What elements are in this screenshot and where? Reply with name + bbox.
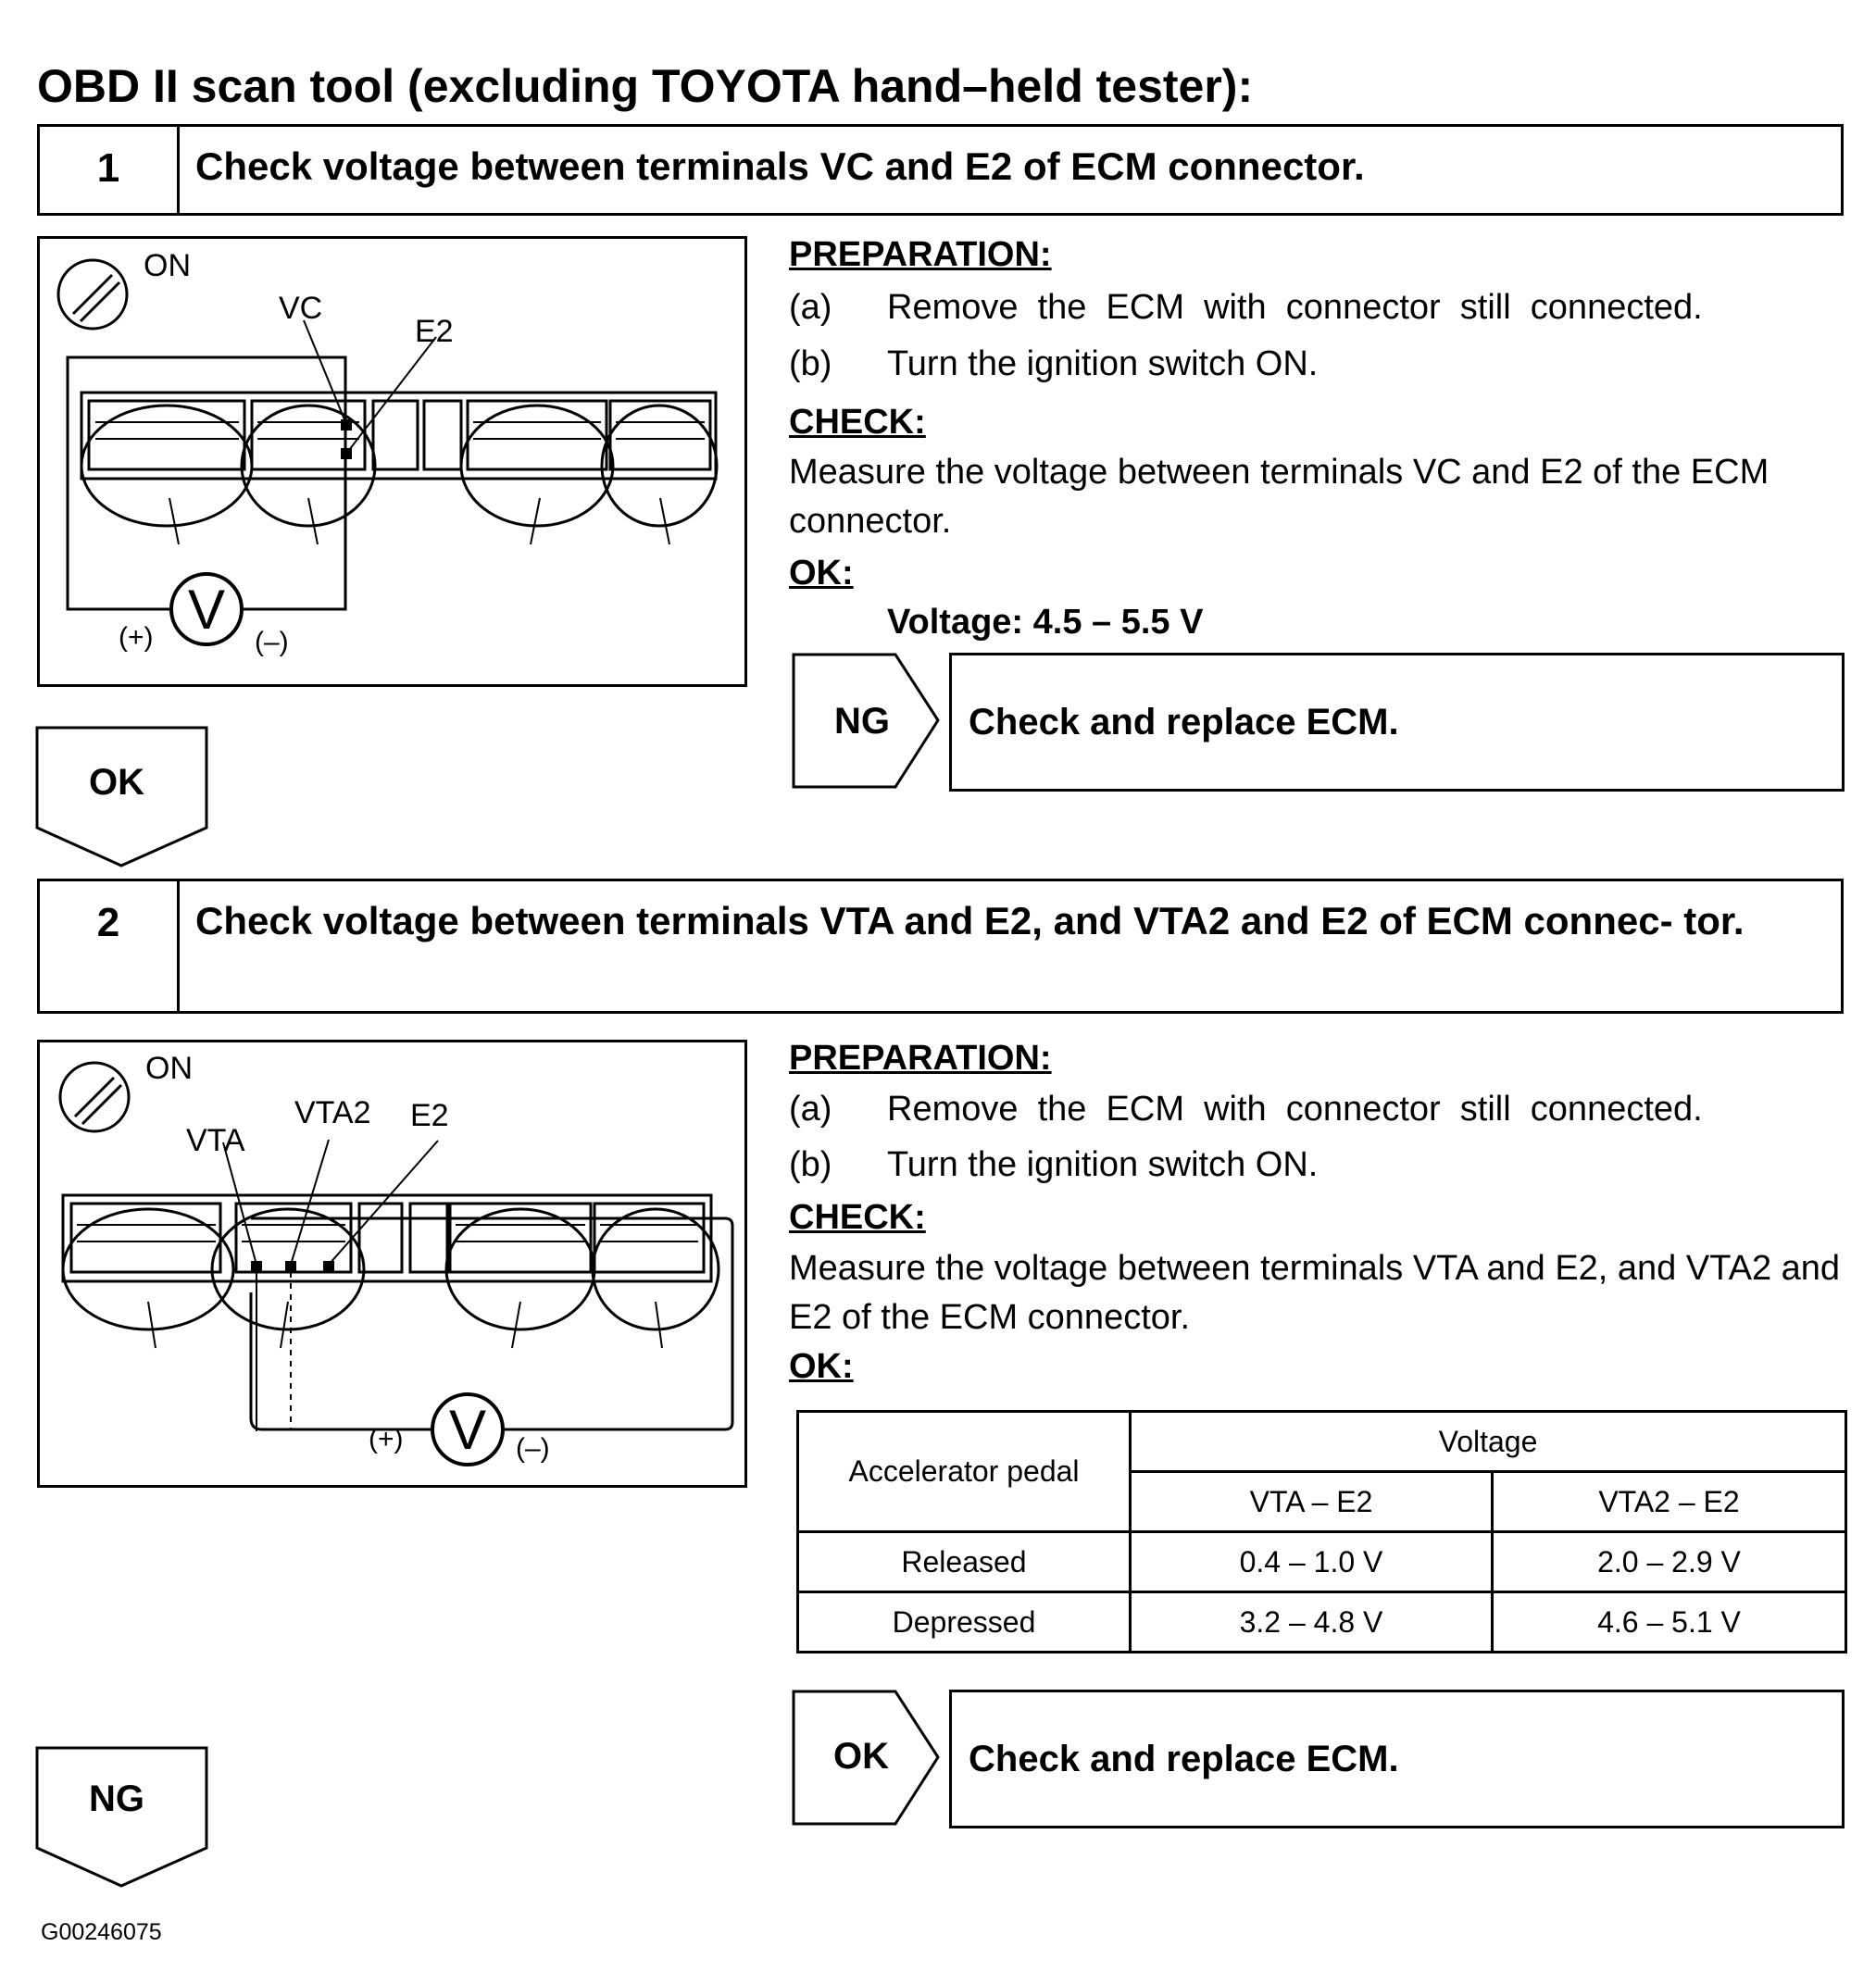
- ng-result-box: Check and replace ECM.: [949, 653, 1845, 792]
- table-cell: Released: [796, 1530, 1132, 1593]
- terminal-vta2-label: VTA2: [294, 1095, 371, 1130]
- prep-label: (a): [789, 1090, 832, 1129]
- prep-label: (a): [789, 288, 832, 327]
- prep-text: Remove the ECM with connector still conn…: [887, 288, 1703, 327]
- prep-step-a: (a) Remove the ECM with connector still c…: [789, 1090, 1703, 1129]
- terminal-e2-label: E2: [415, 314, 454, 349]
- step-1-header: 1 Check voltage between terminals VC and…: [37, 124, 1844, 216]
- terminal-e2-label: E2: [410, 1098, 449, 1133]
- ng-label: NG: [834, 701, 890, 742]
- voltmeter-symbol: V: [449, 1399, 486, 1461]
- ok-voltage-table: Accelerator pedal Voltage VTA – E2 VTA2 …: [796, 1410, 1847, 1653]
- preparation-heading: PREPARATION:: [789, 235, 1052, 274]
- table-subheader-vta: VTA – E2: [1129, 1470, 1494, 1533]
- ng-arrow-tag: NG: [792, 653, 949, 792]
- plus-label: (+): [119, 622, 154, 653]
- ignition-on-label: ON: [145, 1051, 193, 1086]
- table-cell: 3.2 – 4.8 V: [1129, 1591, 1494, 1653]
- table-cell: 4.6 – 5.1 V: [1491, 1591, 1847, 1653]
- step-title: Check voltage between terminals VC and E…: [195, 144, 1365, 188]
- prep-text: Turn the ignition switch ON.: [887, 1145, 1319, 1184]
- step-2-header: 2 Check voltage between terminals VTA an…: [37, 879, 1844, 1014]
- table-subheader-vta2: VTA2 – E2: [1491, 1470, 1847, 1533]
- prep-step-b: (b) Turn the ignition switch ON.: [789, 1145, 1318, 1185]
- table-row: Released 0.4 – 1.0 V 2.0 – 2.9 V: [796, 1530, 1847, 1593]
- ok-label: OK: [833, 1736, 889, 1777]
- ecm-connector-diagram: V ON VC E2 (+) (–): [56, 248, 719, 657]
- voltmeter-symbol: V: [188, 579, 225, 641]
- step-number: 2: [40, 881, 180, 1011]
- ok-heading: OK:: [789, 554, 854, 593]
- page-title: OBD II scan tool (excluding TOYOTA hand–…: [37, 60, 1254, 112]
- prep-text: Turn the ignition switch ON.: [887, 344, 1319, 383]
- check-text: Measure the voltage between terminals VT…: [789, 1249, 1841, 1337]
- terminal-vc-label: VC: [279, 291, 322, 326]
- ignition-on-label: ON: [144, 248, 191, 283]
- minus-label: (–): [255, 627, 289, 657]
- ecm-connector-diagram: V ON VTA VTA2 E2 (+) (–): [58, 1051, 734, 1466]
- minus-label: (–): [516, 1433, 550, 1464]
- table-cell: 2.0 – 2.9 V: [1491, 1530, 1847, 1593]
- figure-code: G00246075: [41, 1919, 162, 1945]
- table-row: Depressed 3.2 – 4.8 V 4.6 – 5.1 V: [796, 1591, 1847, 1653]
- step-title: Check voltage between terminals VTA and …: [195, 899, 1745, 942]
- check-heading: CHECK:: [789, 1198, 926, 1237]
- prep-label: (b): [789, 1145, 832, 1184]
- ok-label: OK: [89, 762, 144, 803]
- ng-label: NG: [89, 1778, 144, 1819]
- plus-label: (+): [369, 1424, 404, 1454]
- prep-text: Remove the ECM with connector still conn…: [887, 1090, 1703, 1129]
- preparation-heading: PREPARATION:: [789, 1039, 1052, 1078]
- table-cell: Depressed: [796, 1591, 1132, 1653]
- check-text: Measure the voltage between terminals VC…: [789, 453, 1770, 541]
- ok-arrow-tag: OK: [792, 1690, 949, 1828]
- ok-down-arrow: OK: [35, 726, 211, 868]
- prep-step-b: (b) Turn the ignition switch ON.: [789, 344, 1318, 384]
- step-number: 1: [40, 127, 180, 213]
- step-2-diagram: V ON VTA VTA2 E2 (+) (–): [37, 1040, 747, 1488]
- terminal-vta-label: VTA: [186, 1123, 245, 1158]
- step-1-diagram: V ON VC E2 (+) (–): [37, 236, 747, 687]
- ok-heading: OK:: [789, 1347, 854, 1386]
- prep-label: (b): [789, 344, 832, 383]
- ng-down-arrow: NG: [35, 1746, 211, 1889]
- prep-step-a: (a) Remove the ECM with connector still c…: [789, 288, 1703, 328]
- ok-result-box: Check and replace ECM.: [949, 1690, 1845, 1828]
- table-header-voltage: Voltage: [1129, 1410, 1847, 1473]
- table-header-pedal: Accelerator pedal: [796, 1410, 1132, 1533]
- ok-voltage-value: Voltage: 4.5 – 5.5 V: [887, 603, 1204, 642]
- table-cell: 0.4 – 1.0 V: [1129, 1530, 1494, 1593]
- check-heading: CHECK:: [789, 403, 926, 442]
